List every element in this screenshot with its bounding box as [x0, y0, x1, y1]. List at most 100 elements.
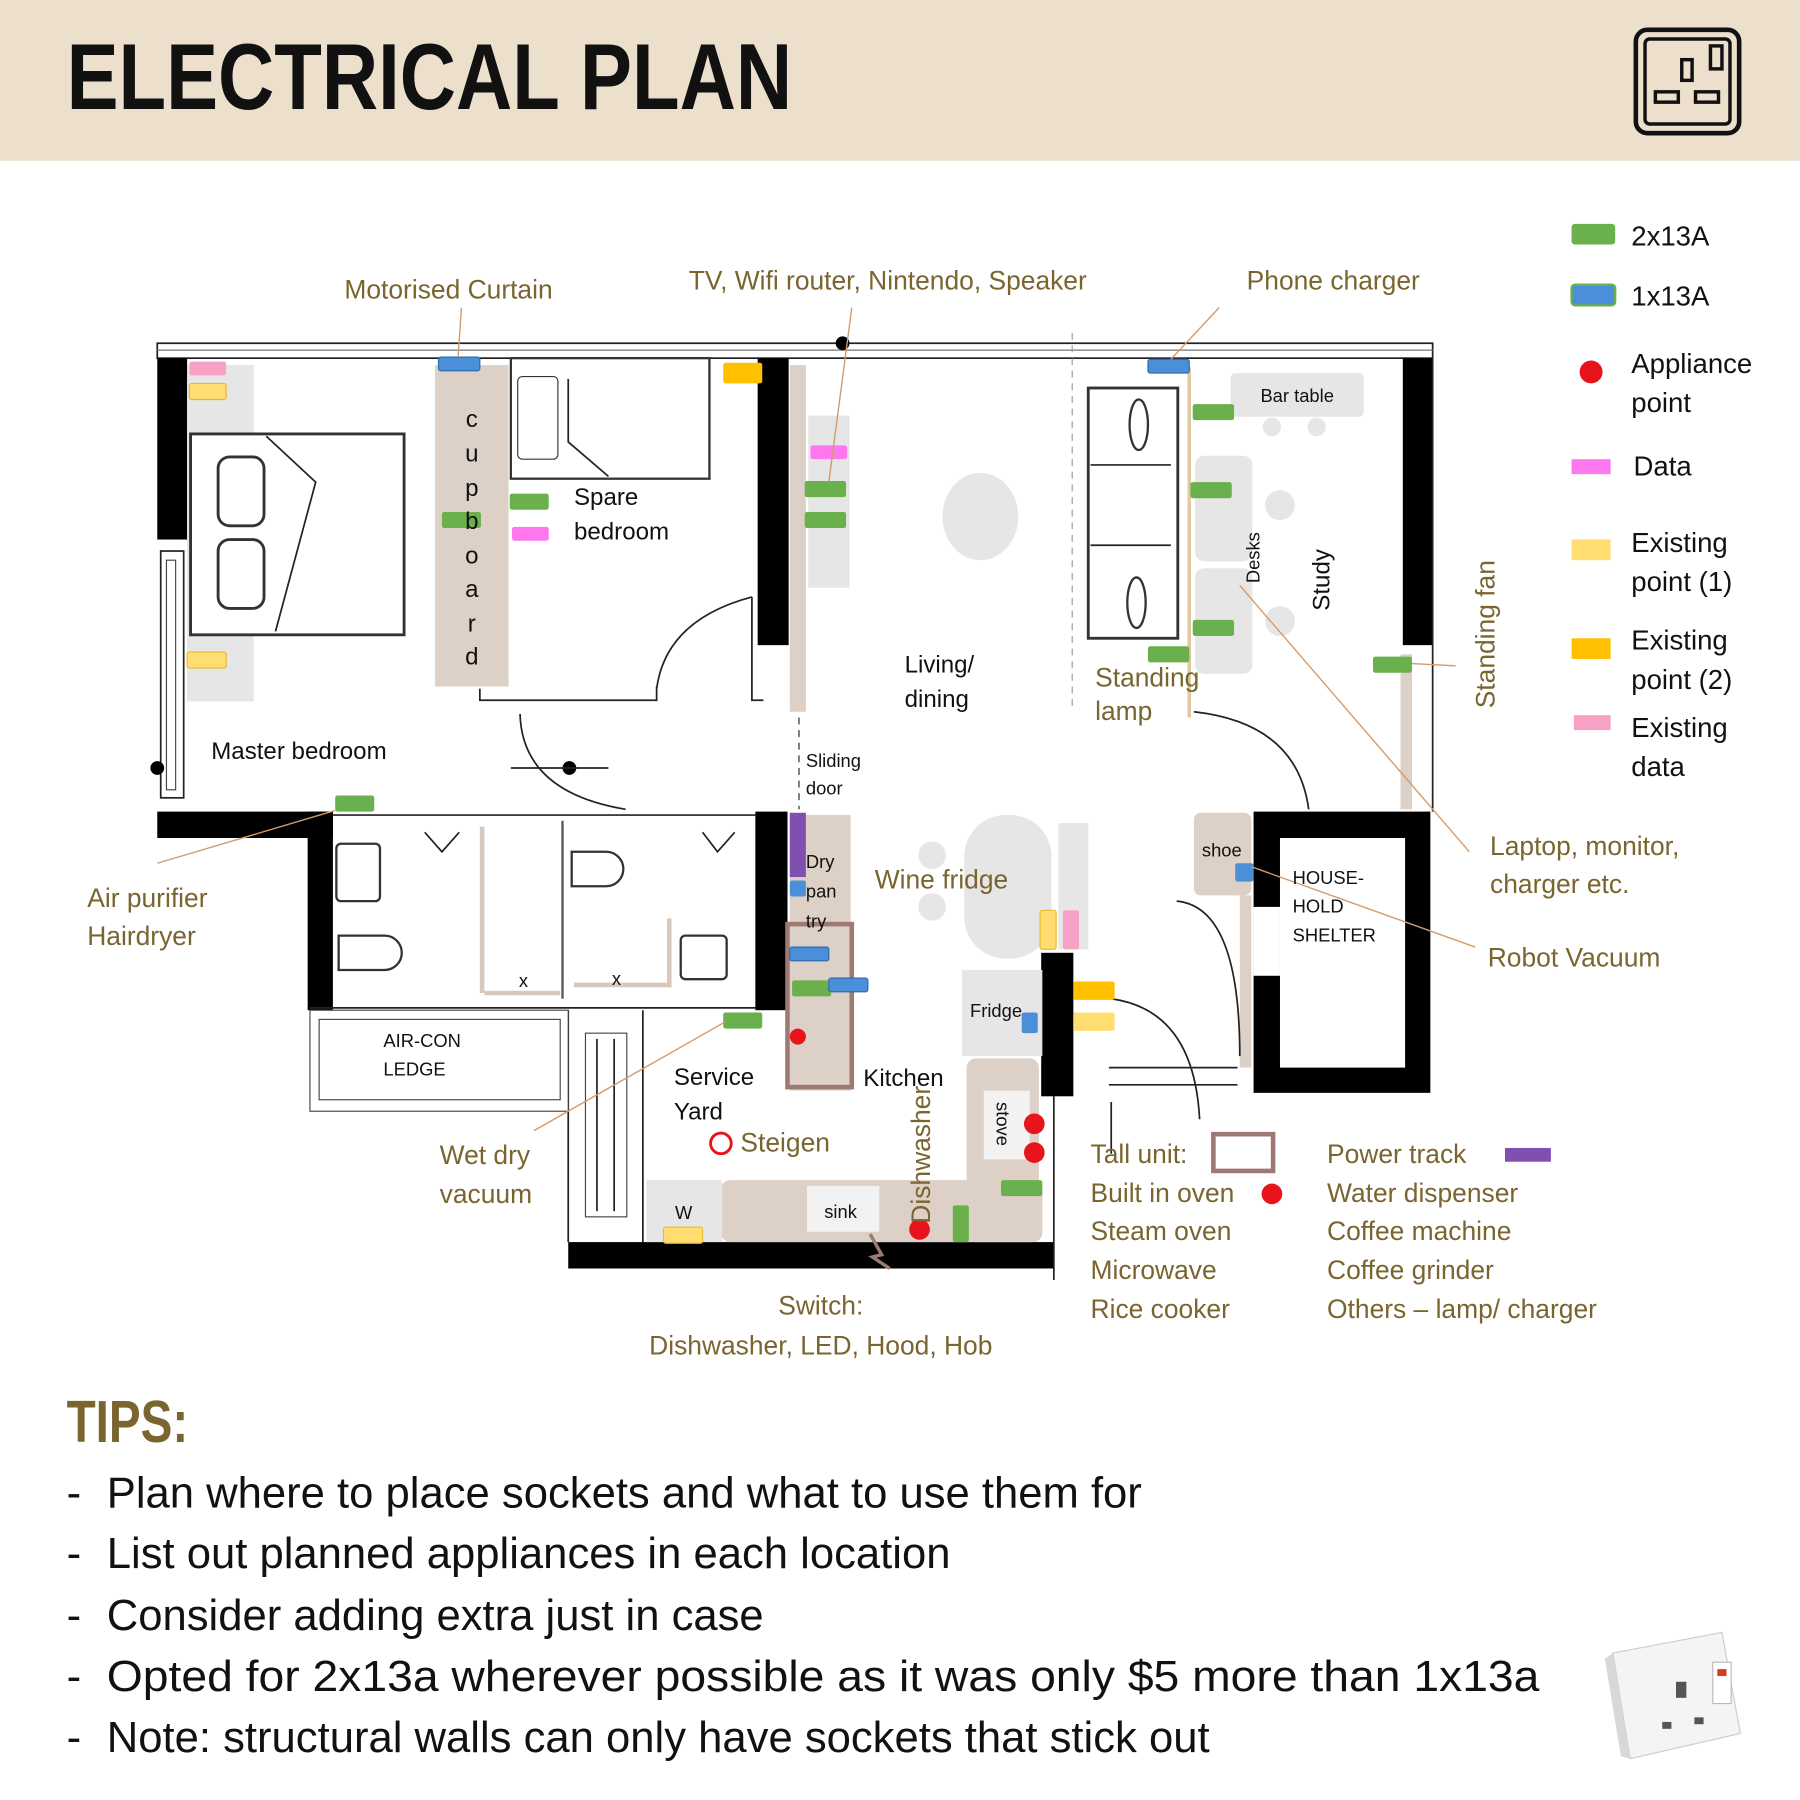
tall-unit-swatch	[1211, 1131, 1276, 1174]
page-title: ELECTRICAL PLAN	[67, 24, 793, 129]
label-wet-dry: Wet dry	[440, 1140, 531, 1170]
socket-2x13a	[1192, 619, 1235, 636]
legend-swatch-existing-2	[1571, 638, 1611, 659]
existing-point-1-socket	[1039, 909, 1057, 950]
tip-item: Plan where to place sockets and what to …	[107, 1469, 1142, 1517]
socket-1x13a	[789, 946, 830, 962]
socket-1x13a	[789, 880, 806, 897]
room-master-bedroom: Master bedroom	[211, 738, 386, 765]
label-standing-lamp: Standing	[1095, 662, 1199, 692]
appliance-point-swatch	[1261, 1183, 1283, 1205]
label-sliding-door: Sliding	[806, 750, 861, 771]
legend-swatch-data	[1571, 459, 1611, 475]
power-socket-icon	[1633, 27, 1742, 136]
label-rice-cooker: Rice cooker	[1091, 1294, 1231, 1324]
kitchen-legend: Tall unit: Built in oven Steam oven Micr…	[1091, 1131, 1597, 1324]
cupboard-letter: c	[466, 406, 478, 433]
socket-2x13a	[804, 480, 847, 498]
existing-data-socket	[1063, 910, 1080, 950]
cupboard-letter: b	[465, 508, 478, 535]
socket-2x13a	[792, 980, 832, 997]
room-dry-pantry-3: try	[806, 911, 827, 932]
data-socket	[511, 526, 549, 541]
socket-2x13a	[952, 1205, 969, 1243]
label-microwave: Microwave	[1091, 1255, 1217, 1285]
data-socket	[810, 445, 848, 460]
label-fridge: Fridge	[970, 1000, 1022, 1021]
socket-1x13a	[1021, 1012, 1038, 1034]
existing-point-1-socket	[662, 1226, 704, 1244]
room-dining: dining	[905, 686, 969, 713]
room-shelter: HOUSE-	[1293, 867, 1364, 888]
cupboard-letter: p	[465, 475, 478, 502]
room-aircon-ledge: AIR-CON	[383, 1030, 461, 1051]
socket-2x13a	[804, 511, 847, 529]
label-stove: stove	[992, 1102, 1013, 1146]
power-track	[789, 812, 806, 878]
existing-point-1-socket	[188, 382, 227, 401]
socket-2x13a	[1192, 404, 1235, 421]
label-bar-table: Bar table	[1260, 385, 1333, 406]
bullet: -	[67, 1592, 82, 1640]
legend-label-appliance: Appliance	[1631, 348, 1752, 379]
legend-label-2x13a: 2x13A	[1631, 221, 1710, 252]
label-laptop-2: charger etc.	[1490, 869, 1629, 899]
label-x: x	[612, 968, 621, 989]
existing-point-2-socket	[1073, 981, 1115, 1000]
existing-point-1-socket	[186, 651, 227, 669]
tip-item: Consider adding extra just in case	[107, 1592, 764, 1640]
legend-label-existing-1: Existing	[1631, 527, 1727, 558]
steigen-point	[709, 1131, 733, 1156]
wall-socket-photo	[1604, 1631, 1741, 1760]
label-steam-oven: Steam oven	[1091, 1216, 1232, 1246]
room-spare-bedroom: Spare	[574, 484, 638, 511]
legend-swatch-1x13a	[1570, 283, 1617, 307]
legend-label-1x13a: 1x13A	[1631, 280, 1710, 311]
appliance-point	[789, 1028, 806, 1045]
tip-item: List out planned appliances in each loca…	[107, 1530, 951, 1578]
legend-label-existing-2: Existing	[1631, 625, 1727, 656]
room-shelter-3: SHELTER	[1293, 924, 1376, 945]
label-others: Others – lamp/ charger	[1327, 1294, 1597, 1324]
header-band	[0, 0, 1800, 161]
tips-list: - Plan where to place sockets and what t…	[67, 1469, 1541, 1762]
socket-2x13a	[509, 493, 549, 510]
cupboard-letter: a	[465, 576, 479, 603]
socket-1x13a	[1235, 863, 1254, 882]
socket-2x13a	[723, 1012, 763, 1029]
room-service-yard: Service	[674, 1064, 754, 1091]
label-tall-unit: Tall unit:	[1091, 1139, 1188, 1169]
socket-1x13a	[828, 977, 869, 993]
cupboard-letter: d	[465, 644, 478, 671]
legend-label-existing-2b: point (2)	[1631, 664, 1732, 695]
room-spare-bedroom-2: bedroom	[574, 519, 669, 546]
socket-2x13a	[1001, 1180, 1043, 1197]
appliance-point	[909, 1219, 930, 1240]
label-hairdryer: Hairdryer	[87, 921, 196, 951]
label-washer: W	[675, 1202, 693, 1223]
label-built-in-oven: Built in oven	[1091, 1178, 1235, 1208]
room-kitchen: Kitchen	[863, 1065, 943, 1092]
label-switch: Switch:	[778, 1290, 863, 1320]
leader-lines	[157, 307, 1476, 1132]
existing-data-socket	[189, 361, 227, 376]
label-phone-charger: Phone charger	[1247, 265, 1420, 295]
label-tv: TV, Wifi router, Nintendo, Speaker	[689, 265, 1087, 295]
label-sink: sink	[824, 1201, 857, 1222]
legend-swatch-existing-1	[1571, 539, 1611, 561]
label-steigen: Steigen	[740, 1127, 830, 1157]
socket-2x13a	[441, 511, 481, 529]
power-track-swatch	[1504, 1147, 1551, 1162]
label-water-dispenser: Water dispenser	[1327, 1178, 1518, 1208]
room-service-yard-2: Yard	[674, 1098, 723, 1125]
tip-item: Opted for 2x13a wherever possible as it …	[107, 1653, 1540, 1701]
label-air-purifier: Air purifier	[87, 883, 207, 913]
floor-plan	[150, 332, 1434, 1280]
socket-2x13a	[1372, 656, 1412, 673]
label-sliding-door-2: door	[806, 777, 843, 798]
appliance-point	[1023, 1113, 1045, 1135]
label-coffee-grinder: Coffee grinder	[1327, 1255, 1494, 1285]
cupboard-letter: u	[465, 440, 478, 467]
cupboard-letter: o	[465, 543, 478, 570]
